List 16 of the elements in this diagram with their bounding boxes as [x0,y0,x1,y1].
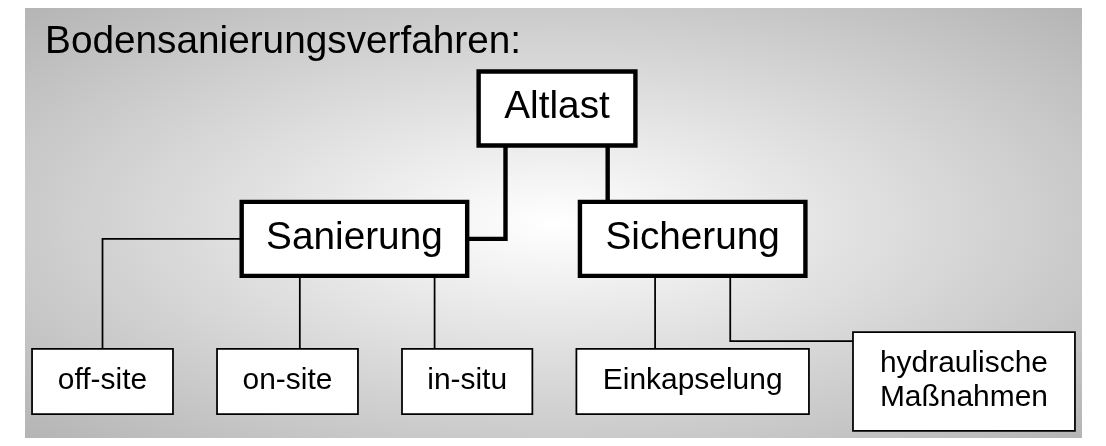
node-box: Altlast [475,69,638,148]
connector [653,275,656,350]
connector [466,145,508,242]
node-box: off-site [30,348,174,415]
connector [728,275,853,342]
node-box: on-site [215,348,359,415]
connector [298,275,301,350]
node-box: Einkapselung [575,348,810,415]
node-box: in-situ [400,348,533,415]
diagram-title: Bodensanierungsverfahren: [44,18,521,62]
connector [101,237,242,350]
node-box: Sicherung [577,199,808,279]
node-box: hydraulische Maßnahmen [851,331,1076,432]
connector [604,145,610,202]
connector [433,275,435,350]
node-box: Sanierung [239,199,469,279]
